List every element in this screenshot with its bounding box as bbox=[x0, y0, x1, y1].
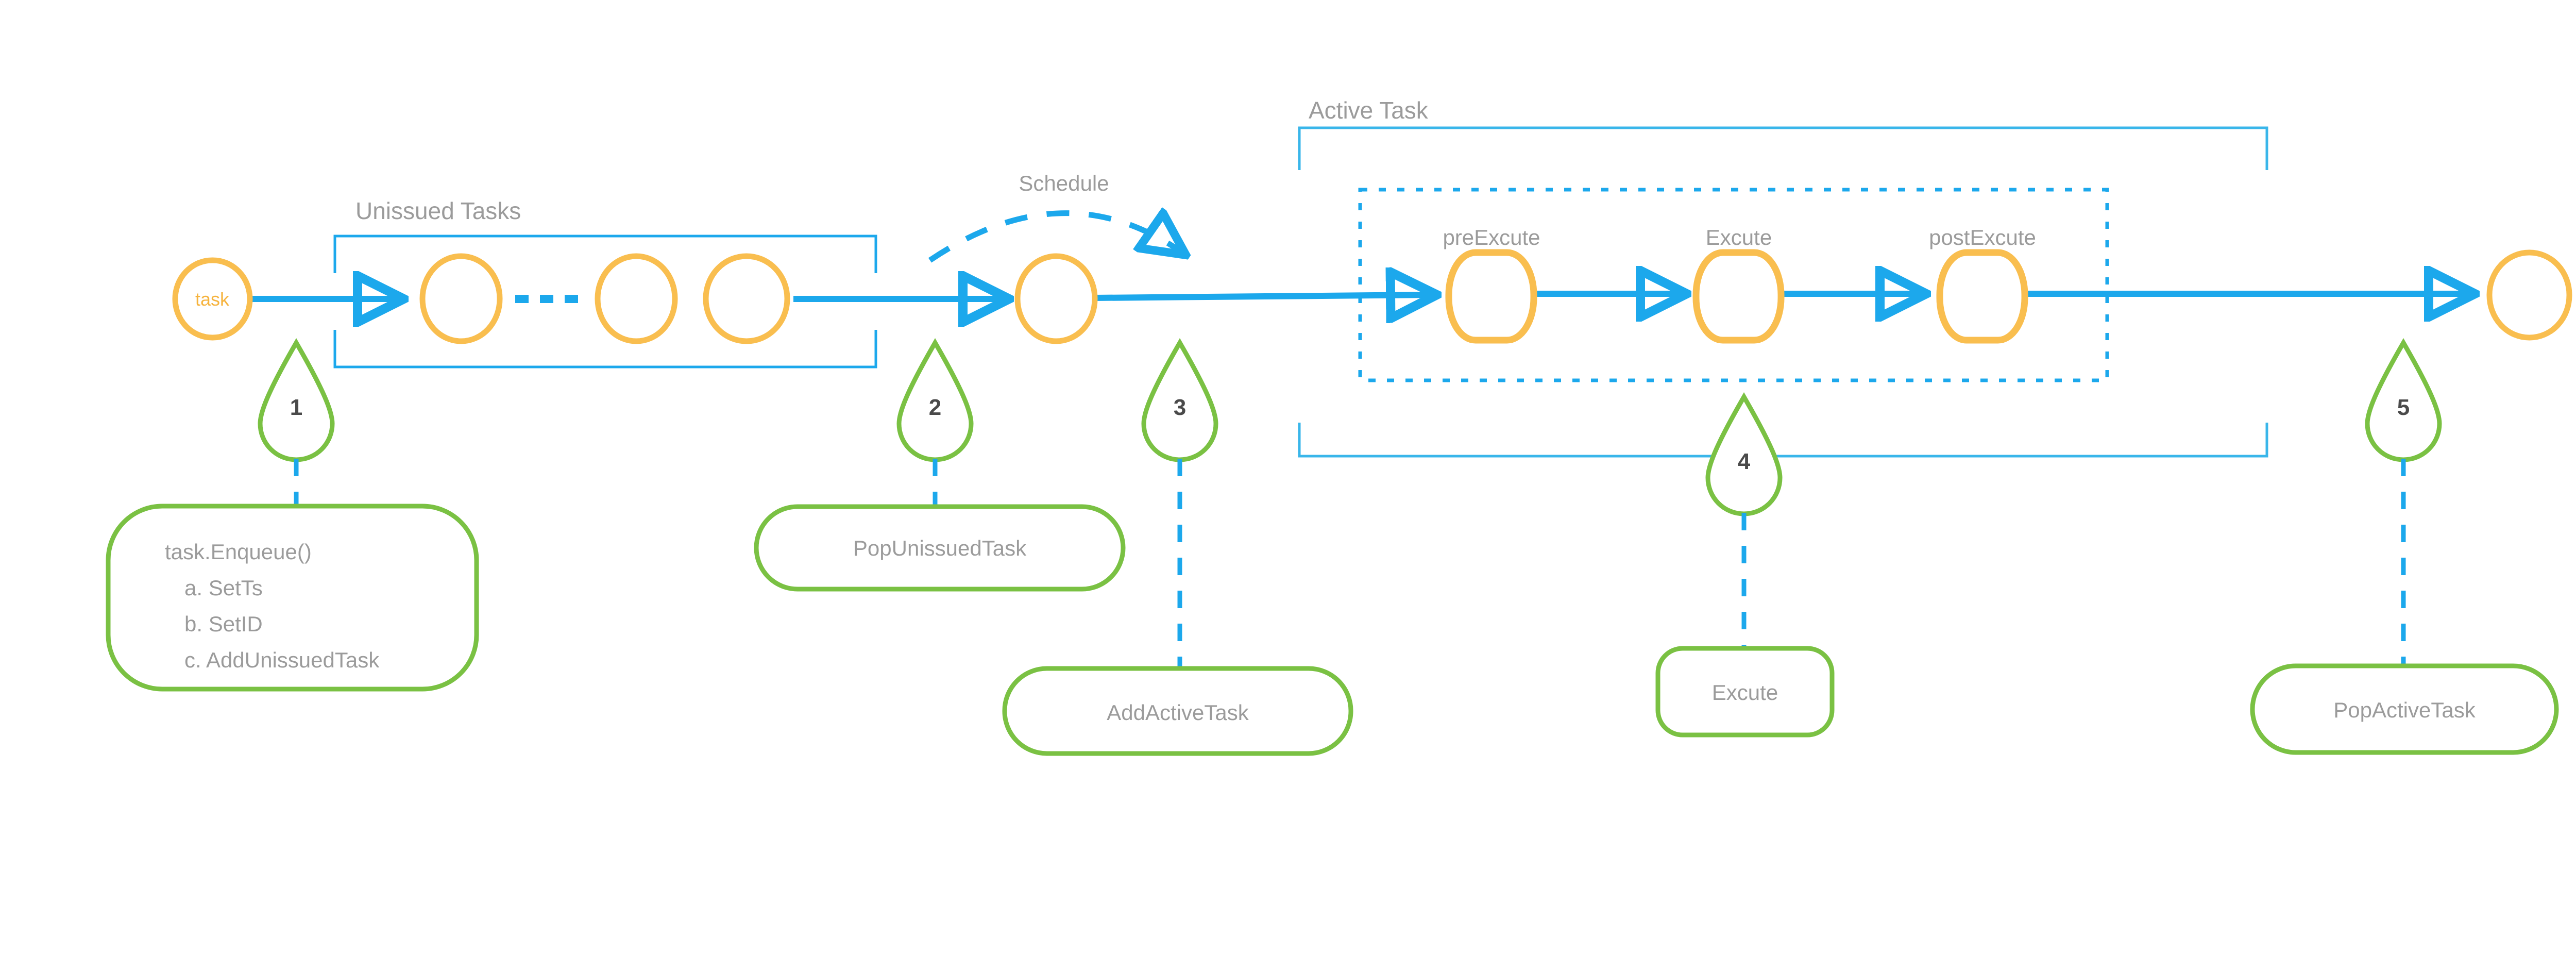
schedule-label: Schedule bbox=[1019, 171, 1109, 195]
node-pre-execute[interactable]: preExcute bbox=[1443, 225, 1540, 344]
bracket-unissued-top bbox=[333, 235, 877, 273]
group-active-task: Active Task bbox=[1298, 97, 2268, 458]
node-scheduled[interactable] bbox=[1014, 253, 1098, 344]
connector-scheduled-to-preexecute bbox=[1094, 295, 1432, 298]
node-execute[interactable]: Excute bbox=[1692, 225, 1785, 344]
node-task[interactable]: task bbox=[172, 257, 253, 341]
note-2-label: PopUnissuedTask bbox=[853, 536, 1027, 560]
marker-5[interactable]: 5 bbox=[2365, 338, 2442, 665]
node-task-label: task bbox=[195, 289, 230, 310]
note-4[interactable]: Excute bbox=[1655, 646, 1835, 738]
group-unissued-tasks: Unissued Tasks bbox=[333, 197, 877, 369]
node-unissued-1[interactable] bbox=[419, 253, 503, 344]
node-unissued-n1[interactable] bbox=[595, 253, 678, 344]
note-2[interactable]: PopUnissuedTask bbox=[754, 504, 1126, 592]
schedule-transition: Schedule bbox=[928, 171, 1182, 263]
note-3[interactable]: AddActiveTask bbox=[1002, 666, 1353, 756]
group-label-active-task: Active Task bbox=[1309, 97, 1429, 124]
marker-4-number: 4 bbox=[1738, 449, 1751, 474]
stage-label-pre-execute: preExcute bbox=[1443, 225, 1540, 249]
note-1-line-2: a. SetTs bbox=[184, 576, 263, 600]
note-5-box bbox=[2250, 663, 2559, 755]
bracket-active-top bbox=[1298, 126, 2268, 170]
note-2-box bbox=[754, 504, 1126, 592]
note-1-box bbox=[106, 504, 479, 692]
flow-connectors bbox=[247, 294, 2470, 299]
group-label-unissued-tasks: Unissued Tasks bbox=[355, 197, 521, 224]
note-1[interactable]: task.Enqueue() a. SetTs b. SetID c. AddU… bbox=[106, 504, 479, 692]
flow-nodes: task preExcute Excute bbox=[172, 225, 2572, 344]
note-4-label: Excute bbox=[1712, 680, 1778, 705]
marker-2-number: 2 bbox=[929, 395, 941, 420]
node-unissued-n2[interactable] bbox=[703, 253, 790, 344]
marker-2[interactable]: 2 bbox=[896, 338, 974, 508]
marker-1-number: 1 bbox=[290, 395, 302, 420]
marker-3-number: 3 bbox=[1174, 395, 1186, 420]
bracket-unissued-bottom bbox=[333, 330, 877, 369]
marker-4[interactable]: 4 bbox=[1705, 392, 1783, 650]
marker-1[interactable]: 1 bbox=[258, 338, 335, 515]
node-post-execute[interactable]: postExcute bbox=[1929, 225, 2036, 344]
note-3-label: AddActiveTask bbox=[1107, 700, 1249, 725]
note-5-label: PopActiveTask bbox=[2333, 698, 2476, 722]
note-1-line-4: c. AddUnissuedTask bbox=[184, 648, 380, 672]
execute-phase-dotted-box bbox=[1358, 188, 2109, 382]
note-5[interactable]: PopActiveTask bbox=[2250, 663, 2559, 755]
ellipsis-unissued bbox=[515, 295, 578, 303]
schedule-dashed-arrow bbox=[928, 213, 1182, 263]
marker-3[interactable]: 3 bbox=[1141, 338, 1218, 670]
stage-label-execute: Excute bbox=[1706, 225, 1772, 249]
note-1-line-3: b. SetID bbox=[184, 612, 263, 636]
note-1-line-1: task.Enqueue() bbox=[165, 540, 312, 564]
note-4-box bbox=[1655, 646, 1835, 738]
bracket-active-bottom bbox=[1298, 423, 2268, 458]
marker-5-number: 5 bbox=[2397, 395, 2410, 420]
stage-label-post-execute: postExcute bbox=[1929, 225, 2036, 249]
note-3-box bbox=[1002, 666, 1353, 756]
node-done[interactable] bbox=[2486, 249, 2572, 341]
